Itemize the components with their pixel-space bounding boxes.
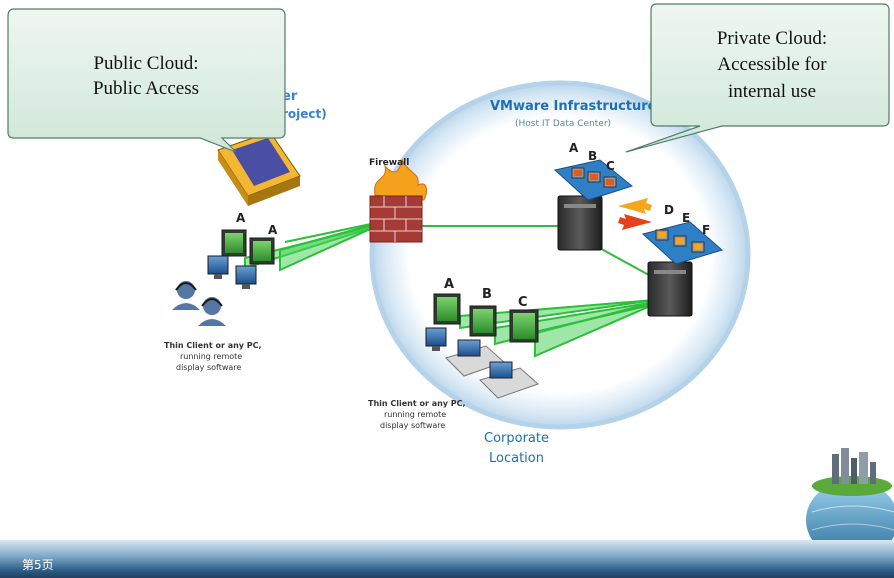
partial-text-top: er: [282, 89, 298, 104]
footer-bar: [0, 540, 894, 578]
server-2-slot-d: D: [664, 203, 674, 217]
server-2-slot-f: F: [702, 223, 710, 237]
corporate-client-screen-a: [433, 293, 461, 325]
vmware-subtitle: (Host IT Data Center): [515, 119, 611, 129]
firewall-icon: [369, 158, 427, 243]
server-1-slot-b: B: [588, 149, 597, 163]
corporate-client-monitor-1: [425, 327, 447, 351]
corporate-caption-line2: running remote: [384, 410, 446, 419]
private-callout-line3: internal use: [728, 81, 816, 102]
server-1-vm-c-icon: [603, 176, 617, 188]
corporate-slot-b: B: [482, 287, 492, 302]
corporate-location-line2: Location: [489, 451, 544, 466]
left-client-monitor-1: [207, 255, 229, 279]
user-headset-icon-2: [198, 297, 226, 326]
left-caption-line1: Thin Client or any PC,: [164, 341, 262, 350]
corporate-caption-line1: Thin Client or any PC,: [368, 399, 466, 408]
server-2-vm-d-icon: [655, 229, 669, 241]
server-2-vm-f-icon: [691, 241, 705, 253]
server-1-vm-b-icon: [587, 171, 601, 183]
partial-text-bottom: roject): [282, 107, 327, 121]
left-client-slot-a1: A: [236, 211, 246, 225]
corporate-slot-a: A: [444, 277, 454, 292]
vmware-title: VMware Infrastructure: [490, 99, 657, 114]
user-headset-icon-1: [172, 281, 200, 310]
server-2-slot-e: E: [682, 211, 690, 225]
corporate-client-screens: [425, 293, 539, 399]
corporate-caption-line3: display software: [380, 421, 445, 430]
page-number: 第5页: [22, 558, 54, 572]
corporate-client-screen-b: [469, 305, 497, 337]
private-callout-line2: Accessible for: [717, 54, 827, 75]
left-client-screens: [207, 229, 275, 289]
corporate-pc-2: [479, 361, 539, 399]
left-client-screen-1: [221, 229, 247, 257]
migration-arrows-icon: [618, 198, 652, 230]
public-callout-line2: Public Access: [93, 78, 199, 99]
corporate-slot-c: C: [518, 295, 528, 310]
server-1-slot-c: C: [606, 159, 615, 173]
server-1-slot-a: A: [569, 141, 579, 155]
left-client-screen-2: [249, 237, 275, 265]
corporate-client-screen-c: [509, 309, 539, 343]
left-caption-line2: running remote: [180, 352, 242, 361]
left-caption-line3: display software: [176, 363, 241, 372]
private-callout-line1: Private Cloud:: [717, 28, 827, 49]
globe-city-logo: [806, 448, 894, 560]
corporate-pc-1: [445, 339, 505, 377]
corporate-location-line1: Corporate: [484, 431, 549, 446]
server-2-vm-e-icon: [673, 235, 687, 247]
firewall-label: Firewall: [369, 158, 409, 168]
private-cloud-callout: [625, 3, 890, 153]
server-2: [641, 221, 724, 317]
left-client-monitor-2: [235, 265, 257, 289]
left-client-slot-a2: A: [268, 223, 278, 237]
server-1: [553, 159, 634, 251]
public-cloud-callout: [7, 8, 286, 153]
public-datacenter-building: [217, 131, 301, 206]
public-callout-line1: Public Cloud:: [93, 53, 198, 74]
server-1-vm-a-icon: [571, 167, 585, 179]
